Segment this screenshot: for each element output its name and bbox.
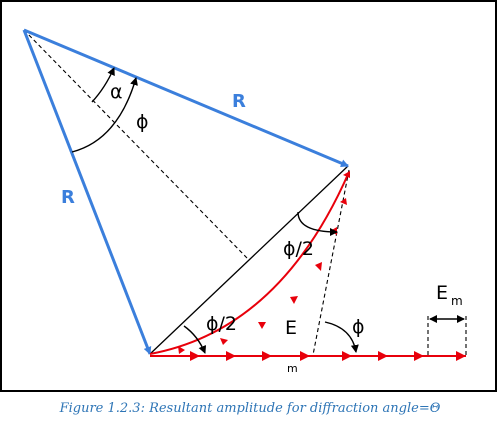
label-resultant: E [285,317,297,339]
alpha-angle-arc [91,67,115,103]
phasor-arc-arrows [178,171,350,354]
phasor-arc [149,171,350,355]
label-radius-top: R [232,91,246,112]
radius-left-line [22,29,152,355]
dashed-radius-line [23,29,248,259]
phi-angle-arc [71,77,138,153]
phasor-baseline-arrows [190,351,466,361]
label-radius-left: R [61,187,75,208]
label-phi-half-upper: ϕ/2 [283,238,314,260]
label-subscript-m: m [287,362,298,375]
label-em-main: E [436,282,448,304]
label-phi: ϕ [136,111,149,133]
dashed-tangent-line [312,169,350,356]
chord-line [149,165,349,355]
phi-right-arc [324,321,359,353]
label-em-sub: m [451,294,463,308]
radius-top-line [23,28,349,168]
label-phi-half-lower: ϕ/2 [206,313,237,335]
label-alpha: α [110,81,123,103]
figure-border [0,0,497,392]
phi-half-upper-arc [297,211,338,236]
figure-caption: Figure 1.2.3: Resultant amplitude for di… [59,401,441,416]
phi-half-lower-arc [183,325,207,354]
label-phi-right: ϕ [352,316,365,338]
